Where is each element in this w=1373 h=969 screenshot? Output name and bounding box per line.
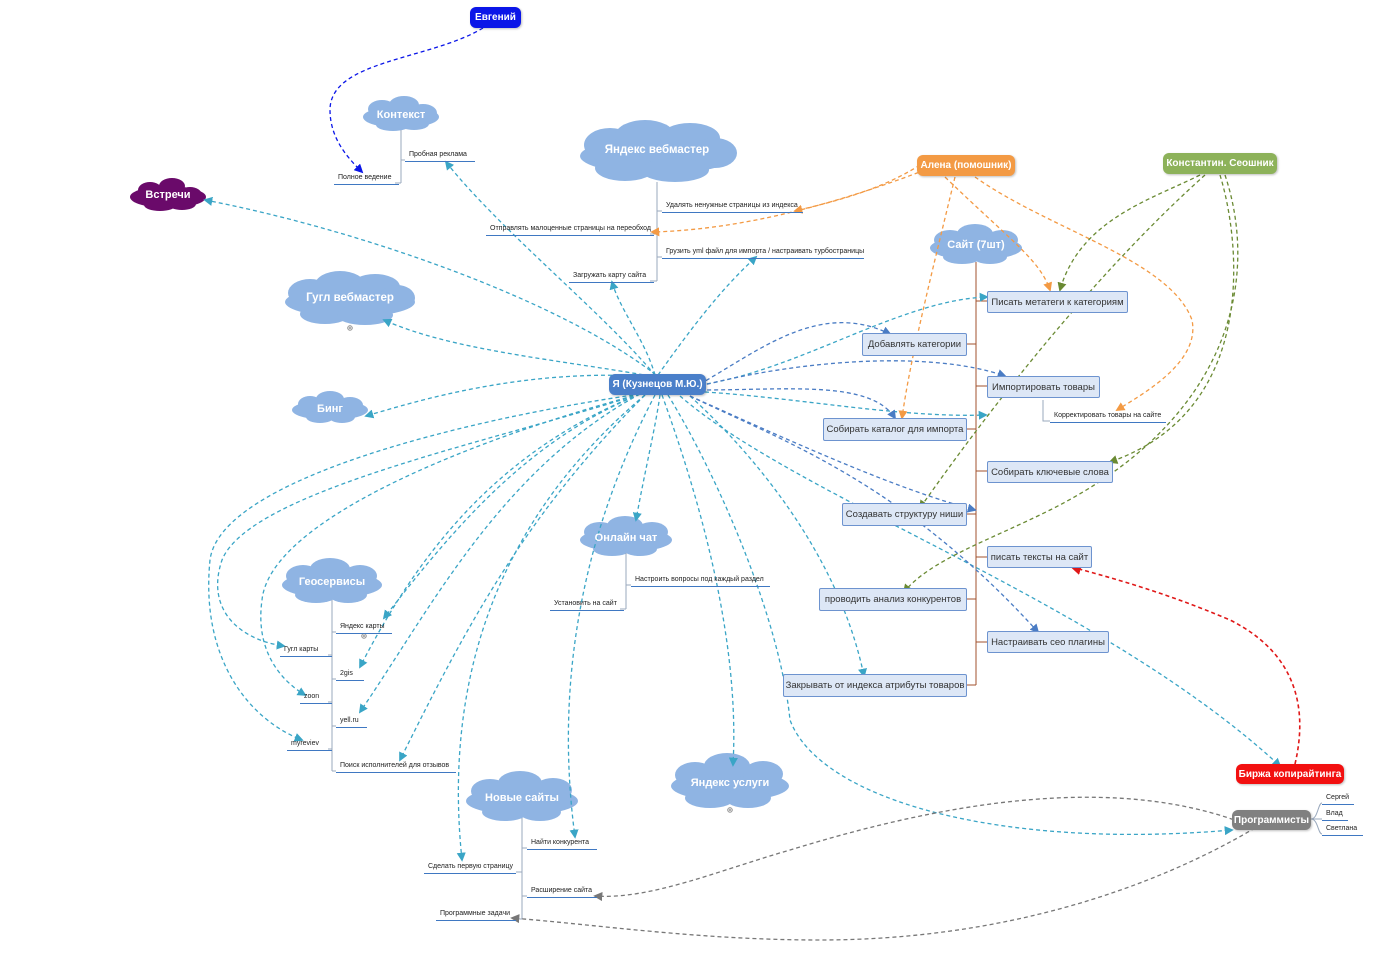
kontekst-cloud xyxy=(363,96,439,131)
alena-node[interactable]: Алена (помошник) xyxy=(917,155,1015,176)
expand-icon[interactable]: ⊕ xyxy=(360,631,368,641)
tree-connectors xyxy=(328,130,1323,920)
site-task[interactable]: Создавать структуру ниши xyxy=(842,503,967,526)
new-site-item[interactable]: Расширение сайта xyxy=(527,886,597,898)
geo-item[interactable]: 2gis xyxy=(336,669,364,681)
webmaster-item[interactable]: Загружать карту сайта xyxy=(569,271,654,283)
new-sites-cloud xyxy=(466,771,578,821)
webmaster-item[interactable]: Грузить yml файл для импорта / настраива… xyxy=(662,247,864,259)
chat-item[interactable]: Установить на сайт xyxy=(550,599,624,611)
site-task[interactable]: Добавлять категории xyxy=(862,333,967,356)
programmer-item[interactable]: Влад xyxy=(1322,809,1348,821)
site-task[interactable]: проводить анализ конкурентов xyxy=(819,588,967,611)
new-site-item[interactable]: Сделать первую страницу xyxy=(424,862,516,874)
geo-item[interactable]: Яндекс карты xyxy=(336,622,392,634)
expand-icon[interactable]: ⊕ xyxy=(346,323,354,333)
programmer-item[interactable]: Светлана xyxy=(1322,824,1363,836)
geo-item[interactable]: Гугл карты xyxy=(280,645,332,657)
birzha-node[interactable]: Биржа копирайтинга xyxy=(1236,764,1344,784)
site-task[interactable]: Писать метатеги к категориям xyxy=(987,291,1128,313)
bing-cloud xyxy=(292,391,368,423)
cloud-shapes xyxy=(130,96,1022,821)
geoservisy-cloud xyxy=(282,558,382,603)
site-task[interactable]: Импортировать товары xyxy=(987,376,1100,398)
site-task[interactable]: писать тексты на сайт xyxy=(987,546,1092,568)
site-task[interactable]: Настраивать сео плагины xyxy=(987,631,1109,653)
webmaster-item[interactable]: Удалять ненужные страницы из индекса xyxy=(662,201,803,213)
webmaster-item[interactable]: Отправлять малоценные страницы на переоб… xyxy=(486,224,654,236)
expand-icon[interactable]: ⊕ xyxy=(726,805,734,815)
programmers-node[interactable]: Программисты xyxy=(1232,810,1311,830)
site-task[interactable]: Собирать каталог для импорта xyxy=(823,418,967,441)
yandex-uslugi-cloud xyxy=(671,753,789,808)
geo-item[interactable]: yell.ru xyxy=(336,716,367,728)
kontekst-item[interactable]: Пробная реклама xyxy=(405,150,475,162)
site-tree-connectors xyxy=(966,262,1050,686)
center-node[interactable]: Я (Кузнецов М.Ю.) xyxy=(609,374,706,395)
site-task[interactable]: Закрывать от индекса атрибуты товаров xyxy=(783,674,967,697)
evgeny-node[interactable]: Евгений xyxy=(470,7,521,28)
yandex-webmaster-cloud xyxy=(580,120,737,182)
kontekst-item[interactable]: Полное ведение xyxy=(334,173,399,185)
online-chat-cloud xyxy=(580,516,672,556)
chat-item[interactable]: Настроить вопросы под каждый раздел xyxy=(631,575,770,587)
relationship-arrows xyxy=(203,27,1301,941)
new-site-item[interactable]: Программные задачи xyxy=(436,909,516,921)
site-cloud xyxy=(930,224,1022,264)
geo-item[interactable]: zoon xyxy=(300,692,332,704)
google-webmaster-cloud xyxy=(285,271,415,325)
konstantin-node[interactable]: Константин. Сеошник xyxy=(1163,153,1277,174)
new-site-item[interactable]: Найти конкурента xyxy=(527,838,597,850)
geo-item[interactable]: Поиск исполнителей для отзывов xyxy=(336,761,456,773)
programmer-item[interactable]: Сергей xyxy=(1322,793,1354,805)
site-task[interactable]: Собирать ключевые слова xyxy=(987,461,1113,483)
site-subitem[interactable]: Корректировать товары на сайте xyxy=(1050,411,1166,423)
vstrechi-cloud xyxy=(130,178,206,211)
geo-item[interactable]: myreviev xyxy=(287,739,332,751)
